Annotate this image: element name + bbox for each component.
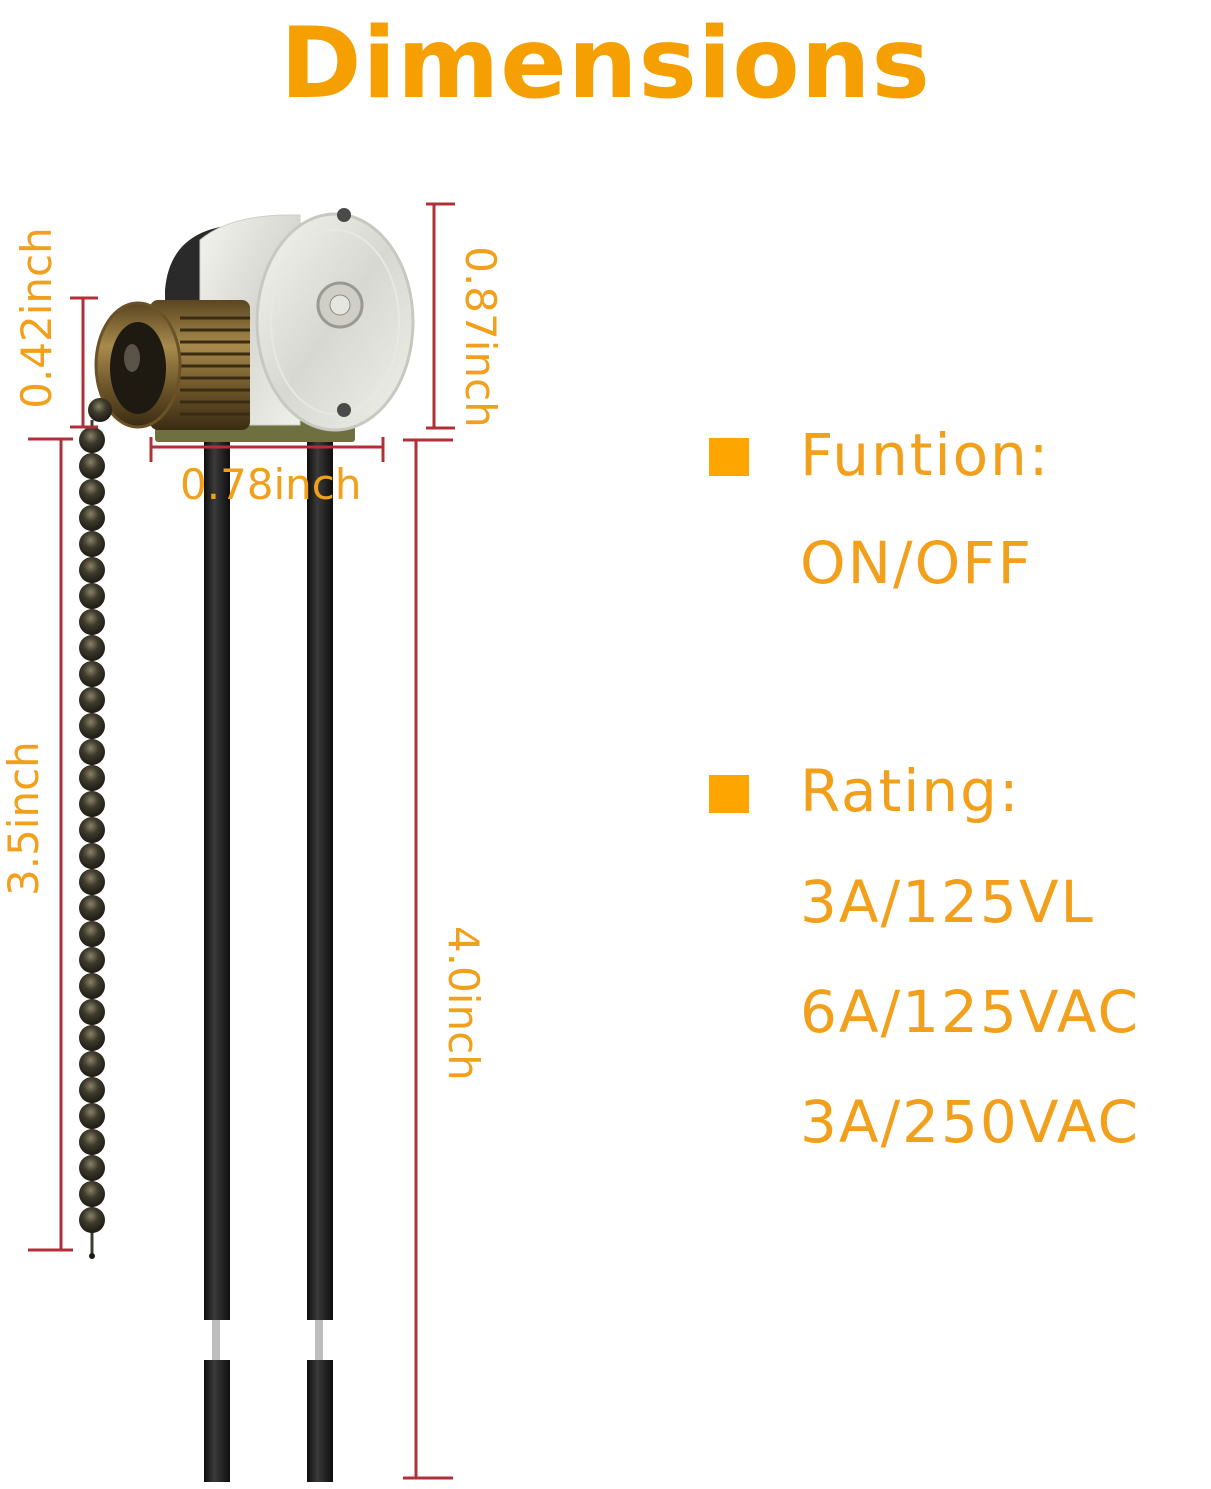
- spec-function-label: Funtion:: [800, 421, 1051, 489]
- dim-line-body-height: [426, 202, 455, 430]
- dim-line-socket-height: [70, 296, 98, 429]
- spec-rating-label: Rating:: [800, 757, 1021, 825]
- wire-right: [307, 440, 333, 1482]
- bullet-square-icon: [709, 775, 749, 813]
- bullet-square-icon: [709, 438, 749, 476]
- wire-left: [204, 440, 230, 1482]
- label-socket-height: 0.42inch: [12, 227, 61, 409]
- spec-rating-value: 3A/250VAC: [800, 1088, 1140, 1156]
- pull-chain: [79, 398, 112, 1259]
- dim-line-chain-length: [28, 437, 73, 1252]
- label-wire-length: 4.0inch: [439, 926, 488, 1081]
- spec-rating-value: 3A/125VL: [800, 868, 1095, 936]
- dim-line-body-width: [149, 437, 385, 462]
- page-title: Dimensions: [280, 7, 931, 121]
- spec-rating-value: 6A/125VAC: [800, 978, 1140, 1046]
- label-body-height: 0.87inch: [456, 246, 505, 428]
- dim-line-wire-length: [403, 438, 453, 1480]
- label-body-width: 0.78inch: [180, 460, 362, 509]
- spec-function-value: ON/OFF: [800, 529, 1033, 597]
- label-chain-length: 3.5inch: [0, 741, 48, 896]
- chain-socket: [94, 300, 250, 430]
